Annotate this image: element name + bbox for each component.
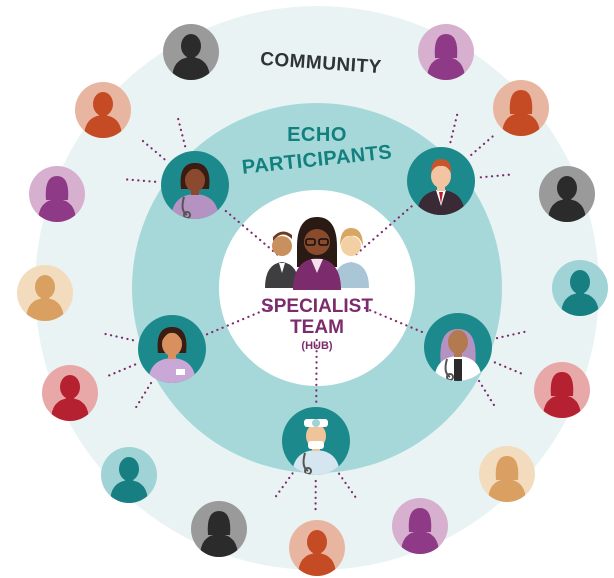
community-person-icon-6 [539, 166, 595, 222]
community-person-icon-3 [75, 82, 131, 138]
participant-dentist-icon [282, 407, 350, 475]
community-person-icon-12 [479, 446, 535, 502]
hub-connector-5 [205, 307, 271, 336]
specialist-team-icon [265, 217, 369, 290]
participant-staff-icon [138, 315, 206, 383]
participant-ray-1-3 [176, 114, 187, 148]
community-person-icon-7 [17, 265, 73, 321]
participant-ray-5-3 [100, 332, 135, 342]
participant-hijab-doctor-icon [424, 313, 492, 381]
community-person-icon-8 [552, 260, 608, 316]
participant-ray-2-3 [479, 173, 514, 179]
participant-ray-3-2 [493, 361, 526, 376]
hub-connector-2 [355, 204, 414, 256]
community-person-icon-1 [163, 24, 219, 80]
hub-label-line3: (HUB) [301, 340, 332, 352]
community-people [17, 24, 608, 576]
community-person-icon-2 [418, 24, 474, 80]
community-person-icon-5 [29, 166, 85, 222]
community-person-icon-13 [191, 501, 247, 557]
community-person-icon-9 [42, 365, 98, 421]
participant-ray-4-3 [272, 472, 294, 501]
participant-ray-5-2 [104, 363, 137, 379]
participant-doctor-suit-icon [407, 147, 475, 215]
echo-participants-label-line1: ECHO [287, 124, 347, 146]
participant-ray-4-1 [337, 472, 359, 501]
hub-label-line2: TEAM [290, 317, 344, 338]
participant-ray-3-3 [477, 379, 498, 410]
participant-ray-2-2 [470, 132, 497, 156]
connection-dots [100, 109, 530, 515]
hub-connector-3 [363, 306, 425, 334]
echo-participants [138, 147, 492, 475]
participant-ray-3-1 [495, 329, 530, 340]
community-person-icon-11 [101, 447, 157, 503]
community-person-icon-10 [534, 362, 590, 418]
community-person-icon-14 [392, 498, 448, 554]
participant-ray-2-1 [449, 109, 460, 144]
hub-label-line1: SPECIALIST [261, 296, 373, 317]
hub-connector-1 [222, 208, 279, 256]
community-person-icon-15 [289, 520, 345, 576]
community-person-icon-4 [493, 80, 549, 136]
participant-ray-5-1 [133, 381, 153, 412]
participant-ray-1-2 [138, 137, 166, 161]
participant-ray-1-1 [122, 178, 157, 183]
participant-nurse-icon [161, 151, 229, 219]
